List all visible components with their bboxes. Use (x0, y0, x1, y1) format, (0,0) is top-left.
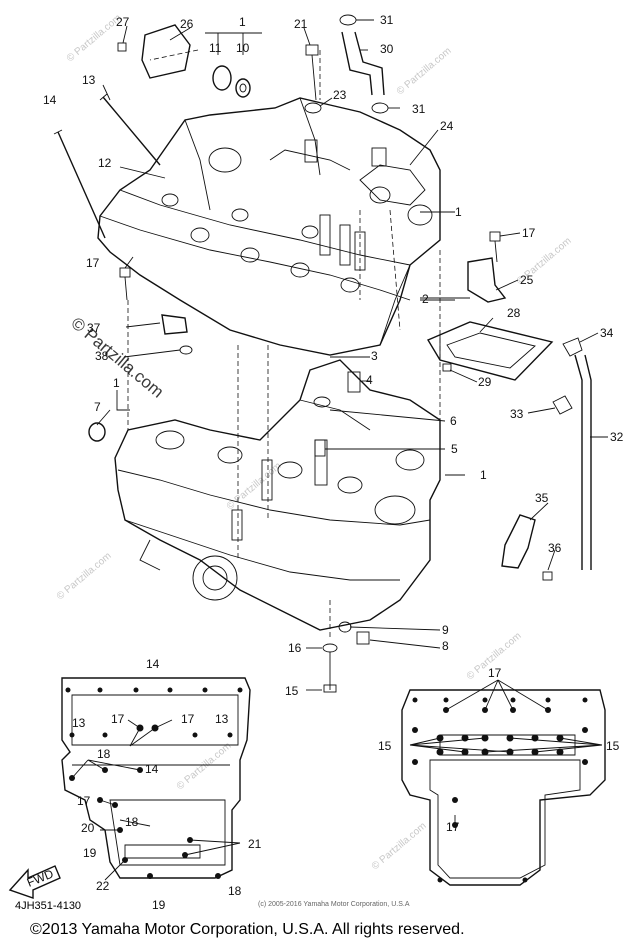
diagram-code: 4JH351-4130 (15, 900, 82, 912)
callout-14: 14 (43, 93, 57, 107)
inset-callout-17: 17 (77, 794, 91, 808)
callout-27: 27 (116, 15, 130, 29)
callout-16: 16 (288, 641, 302, 655)
inset-callout-14: 14 (146, 657, 160, 671)
callout-28: 28 (507, 306, 521, 320)
alignment-lines (127, 49, 441, 640)
callout-2: 2 (422, 292, 429, 306)
callout-6: 6 (450, 414, 457, 428)
callout-1: 1 (113, 376, 120, 390)
callout-21: 21 (294, 17, 308, 31)
callout-11: 11 (209, 41, 222, 55)
watermark-faint: © Partzilla.com (175, 741, 234, 793)
callout-12: 12 (98, 156, 112, 170)
callout-17: 17 (522, 226, 536, 240)
inset-callout-13: 13 (215, 712, 229, 726)
watermark-faint: © Partzilla.com (225, 461, 284, 513)
inset-callout-17: 17 (488, 666, 502, 680)
callout-9: 9 (442, 623, 449, 637)
inset-callout-19: 19 (152, 898, 166, 912)
inset-callout-18: 18 (97, 747, 111, 761)
upper-crankcase (97, 97, 441, 356)
inset-callout-15: 15 (378, 739, 392, 753)
callout-29: 29 (478, 375, 492, 389)
callout-15: 15 (285, 684, 299, 698)
inset-callout-15: 15 (606, 739, 620, 753)
copyright-notice: ©2013 Yamaha Motor Corporation, U.S.A. A… (30, 921, 465, 938)
callout-17: 17 (86, 256, 100, 270)
callout-33: 33 (510, 407, 524, 421)
callout-1: 1 (480, 468, 487, 482)
inset-callout-18: 18 (228, 884, 242, 898)
callout-5: 5 (451, 442, 458, 456)
inset-left: FWD 14 13 17 17 13 18 14 17 18 20 21 19 … (8, 657, 262, 912)
callout-36: 36 (548, 541, 562, 555)
inset-callout-22: 22 (96, 879, 110, 893)
callout-34: 34 (600, 326, 614, 340)
watermark-faint: © Partzilla.com (395, 46, 454, 98)
watermark-faint: © Partzilla.com (370, 821, 429, 873)
callout-25: 25 (520, 273, 534, 287)
callout-3: 3 (371, 349, 378, 363)
callout-37: 37 (87, 321, 101, 335)
callout-32: 32 (610, 430, 624, 444)
inset-callout-20: 20 (81, 821, 95, 835)
inset-callout-14: 14 (145, 762, 159, 776)
callout-35: 35 (535, 491, 549, 505)
callout-38: 38 (95, 349, 109, 363)
callout-23: 23 (333, 88, 347, 102)
callouts-main: 27 26 1 11 10 21 31 30 23 31 24 13 14 12… (43, 13, 624, 698)
callout-1: 1 (239, 15, 246, 29)
callout-7: 7 (94, 400, 101, 414)
callout-1: 1 (455, 205, 462, 219)
faint-watermarks: © Partzilla.com © Partzilla.com © Partzi… (55, 13, 574, 873)
leader-lines (96, 19, 608, 691)
inset-callout-17: 17 (181, 712, 195, 726)
inset-callout-17: 17 (111, 712, 125, 726)
callout-31: 31 (380, 13, 394, 27)
watermark-faint: © Partzilla.com (65, 13, 124, 65)
lower-crankcase (114, 359, 441, 631)
callout-8: 8 (442, 639, 449, 653)
watermark-faint: © Partzilla.com (55, 551, 114, 603)
callout-13: 13 (82, 73, 96, 87)
inset-callout-17: 17 (446, 820, 460, 834)
callout-4: 4 (366, 373, 373, 387)
inset-callout-13: 13 (72, 716, 86, 730)
callout-31: 31 (412, 102, 426, 116)
inset-callout-19: 19 (83, 846, 97, 860)
inset-callout-18: 18 (125, 815, 139, 829)
callout-10: 10 (236, 41, 250, 55)
inset-right: 17 15 15 17 (378, 666, 620, 886)
callout-26: 26 (180, 17, 194, 31)
callout-24: 24 (440, 119, 454, 133)
callout-30: 30 (380, 42, 394, 56)
inset-callout-21: 21 (248, 837, 262, 851)
small-parts (53, 14, 592, 693)
small-copyright: (c) 2005-2016 Yamaha Motor Corporation, … (258, 901, 410, 908)
